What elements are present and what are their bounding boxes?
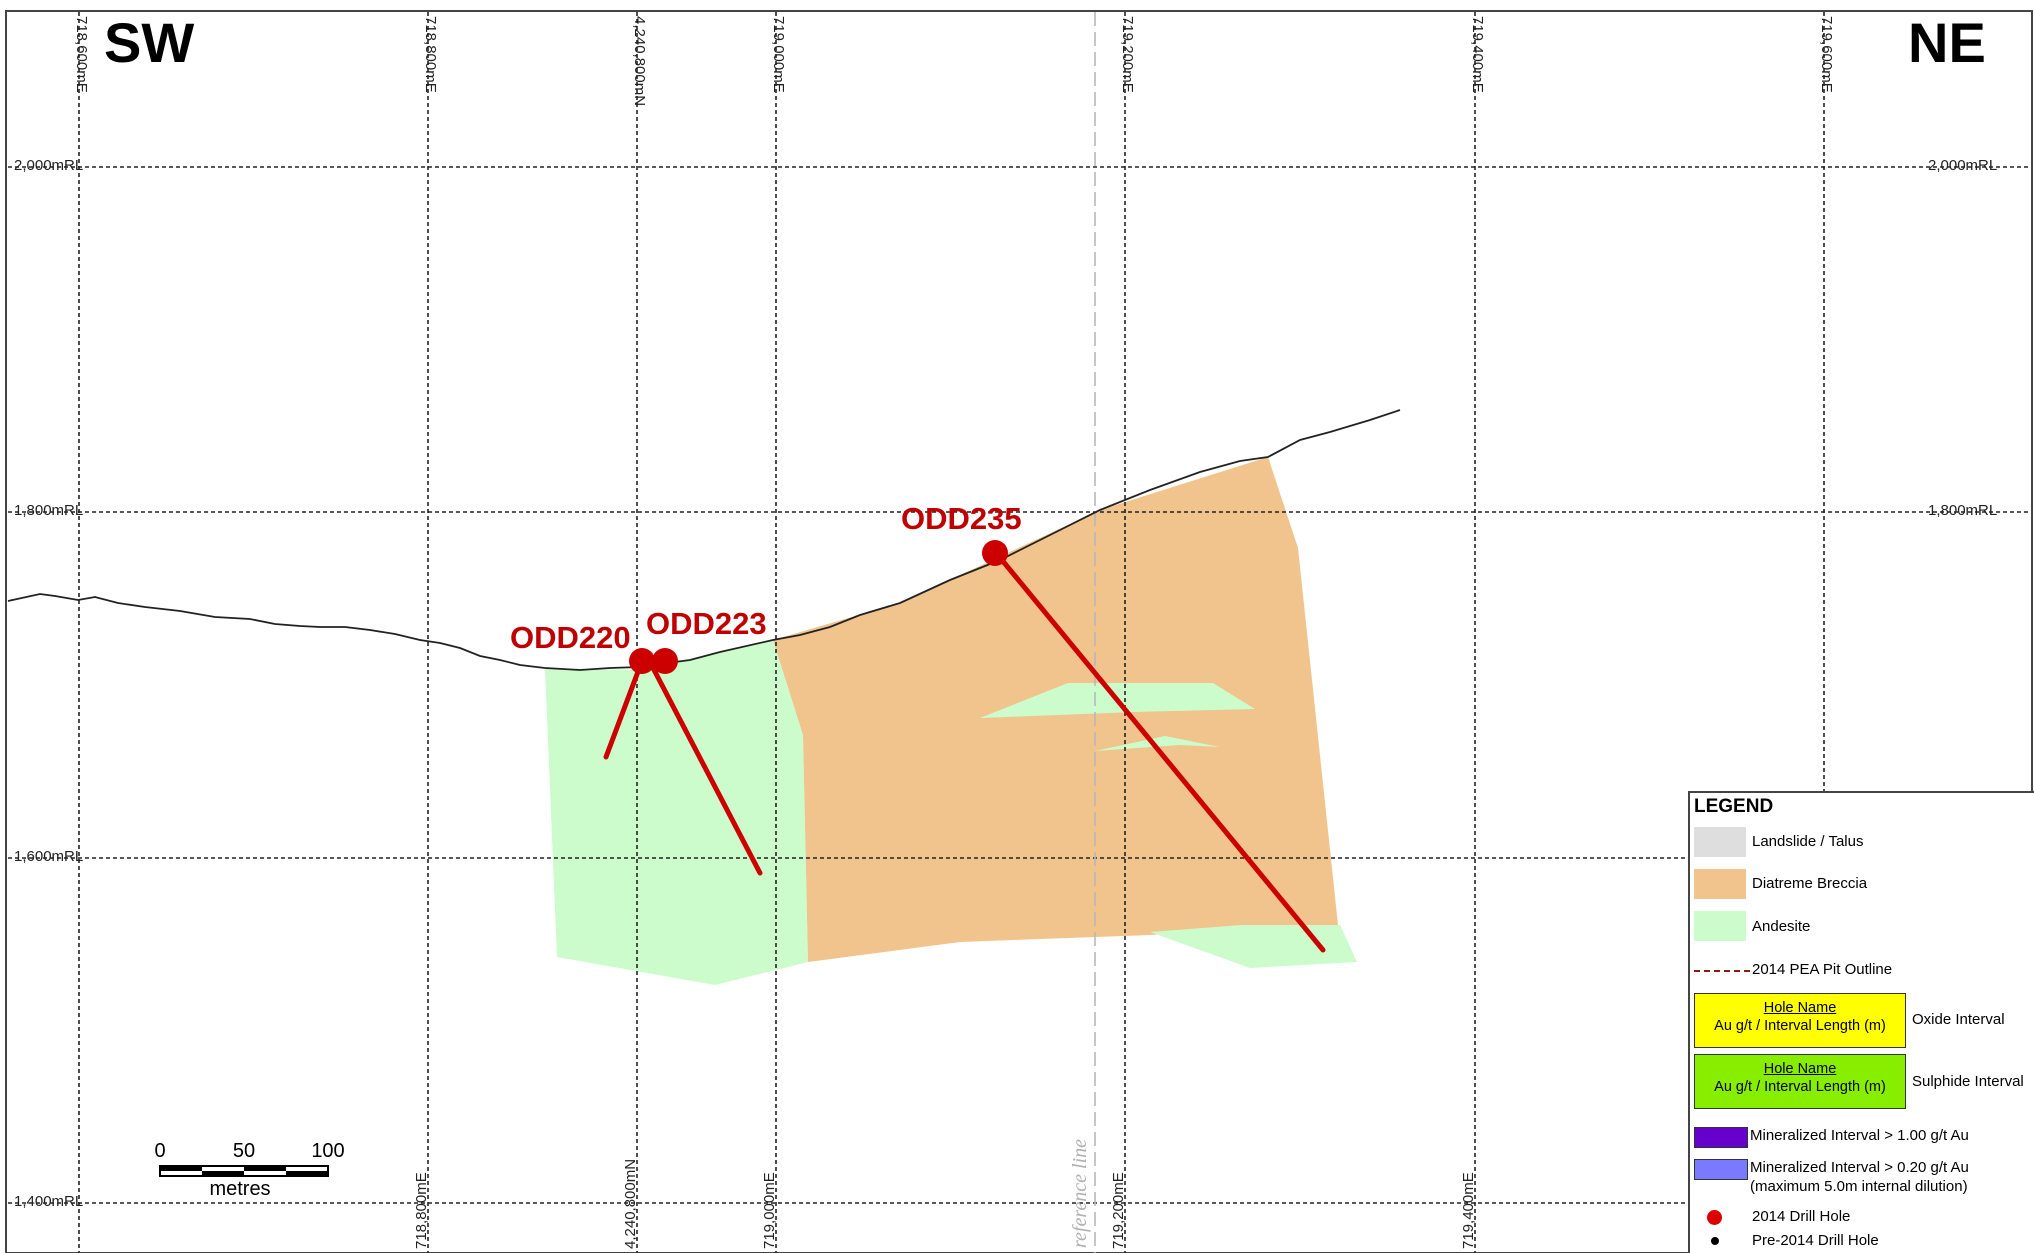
elevation-label-left-2000: 2,000mRL [14, 157, 83, 174]
legend-panel: LEGEND Landslide / Talus Diatreme Brecci… [1688, 791, 2034, 1253]
drill-label-odd220: ODD220 [510, 620, 631, 655]
drill-traces [603, 551, 1326, 953]
easting-gridlines [78, 12, 1825, 1253]
mineralized-low-swatch [1694, 1159, 1748, 1180]
diatreme-swatch [1694, 869, 1746, 899]
legend-item-diatreme: Diatreme Breccia [1690, 869, 2034, 905]
sulphide-interval-label: Sulphide Interval [1912, 1073, 2024, 1090]
easting-label-bottom-719000: 719,000mE [761, 1172, 778, 1249]
drill-pre2014-symbol [1711, 1237, 1719, 1245]
mineralized-dilution-label: (maximum 5.0m internal dilution) [1750, 1178, 1968, 1195]
mineralized-high-swatch [1694, 1127, 1748, 1148]
drill-trace-odd235 [994, 551, 1326, 953]
pea-pit-label: 2014 PEA Pit Outline [1752, 961, 1893, 978]
northing-label-top: 4,240,800mN [631, 16, 648, 106]
drill-trace-odd220 [603, 658, 645, 760]
drill-label-odd235: ODD235 [901, 501, 1022, 536]
andesite-label: Andesite [1752, 918, 1811, 935]
pea-pit-line-swatch [1694, 970, 1750, 972]
map-frame [5, 10, 2033, 1253]
drill-collars [629, 540, 1008, 674]
topography-surface [7, 409, 1401, 671]
mineralized-high-label: Mineralized Interval > 1.00 g/t Au [1750, 1127, 1969, 1144]
scale-tick-0: 0 [154, 1140, 165, 1162]
sulphide-hole-name: Hole Name [1763, 1061, 1837, 1077]
oxide-interval-label: Oxide Interval [1912, 1011, 2005, 1028]
easting-label-top-718800: 718,800mE [422, 16, 439, 93]
oxide-hole-name: Hole Name [1763, 1000, 1837, 1016]
andesite-body-west [545, 640, 808, 985]
scale-unit: metres [209, 1178, 270, 1200]
easting-label-top-719600: 719,600mE [1818, 16, 1835, 93]
legend-item-andesite: Andesite [1690, 911, 2034, 947]
scale-tick-100: 100 [311, 1140, 344, 1162]
legend-item-landslide: Landslide / Talus [1690, 827, 2034, 863]
andesite-lens-lower [1095, 736, 1220, 751]
drill-pre2014-label: Pre-2014 Drill Hole [1752, 1232, 1879, 1249]
collar-odd223 [652, 648, 678, 674]
oxide-au-line: Au g/t / Interval Length (m) [1714, 1018, 1886, 1034]
landslide-swatch [1694, 827, 1746, 857]
elevation-label-left-1800: 1,800mRL [14, 502, 83, 519]
diatreme-label: Diatreme Breccia [1752, 875, 1868, 892]
elevation-gridlines [8, 166, 2030, 1204]
easting-label-bottom-719400: 719,400mE [1460, 1172, 1477, 1249]
drill-trace-odd223 [649, 663, 763, 876]
direction-ne: NE [1908, 11, 1986, 74]
oxide-interval-box: Hole Name Au g/t / Interval Length (m) [1694, 993, 1906, 1048]
sulphide-au-line: Au g/t / Interval Length (m) [1714, 1079, 1886, 1095]
scale-bar: 0 50 100 metres [154, 1140, 344, 1200]
drill-2014-symbol [1707, 1210, 1722, 1225]
collar-odd235 [982, 540, 1008, 566]
mineralized-low-label: Mineralized Interval > 0.20 g/t Au [1750, 1159, 1969, 1176]
drill-label-odd223: ODD223 [646, 606, 767, 641]
landslide-label: Landslide / Talus [1752, 833, 1864, 850]
andesite-body-east [1150, 925, 1357, 968]
elevation-label-right-2000: 2,000mRL [1928, 157, 1997, 174]
legend-title: LEGEND [1694, 796, 1774, 817]
easting-label-top-719200: 719,200mE [1119, 16, 1136, 93]
legend-item-pea-pit: 2014 PEA Pit Outline [1690, 953, 2034, 989]
elevation-label-left-1400: 1,400mRL [14, 1193, 83, 1210]
reference-line-label: reference line [1069, 1139, 1091, 1248]
easting-label-top-719400: 719,400mE [1469, 16, 1486, 93]
elevation-label-right-1800: 1,800mRL [1928, 502, 1997, 519]
sulphide-interval-box: Hole Name Au g/t / Interval Length (m) [1694, 1054, 1906, 1109]
easting-label-bottom-719200: 719,200mE [1110, 1172, 1127, 1249]
elevation-label-left-1600: 1,600mRL [14, 848, 83, 865]
scale-tick-50: 50 [233, 1140, 255, 1162]
drill-2014-label: 2014 Drill Hole [1752, 1208, 1851, 1225]
easting-label-top-719000: 719,000mE [770, 16, 787, 93]
northing-label-bottom: 4,240,800mN [622, 1159, 639, 1249]
easting-label-bottom-718800: 718,800mE [413, 1172, 430, 1249]
andesite-swatch [1694, 911, 1746, 941]
collar-odd220 [629, 648, 655, 674]
direction-sw: SW [104, 11, 195, 74]
easting-label-top-718600: 718,600mE [73, 16, 90, 93]
